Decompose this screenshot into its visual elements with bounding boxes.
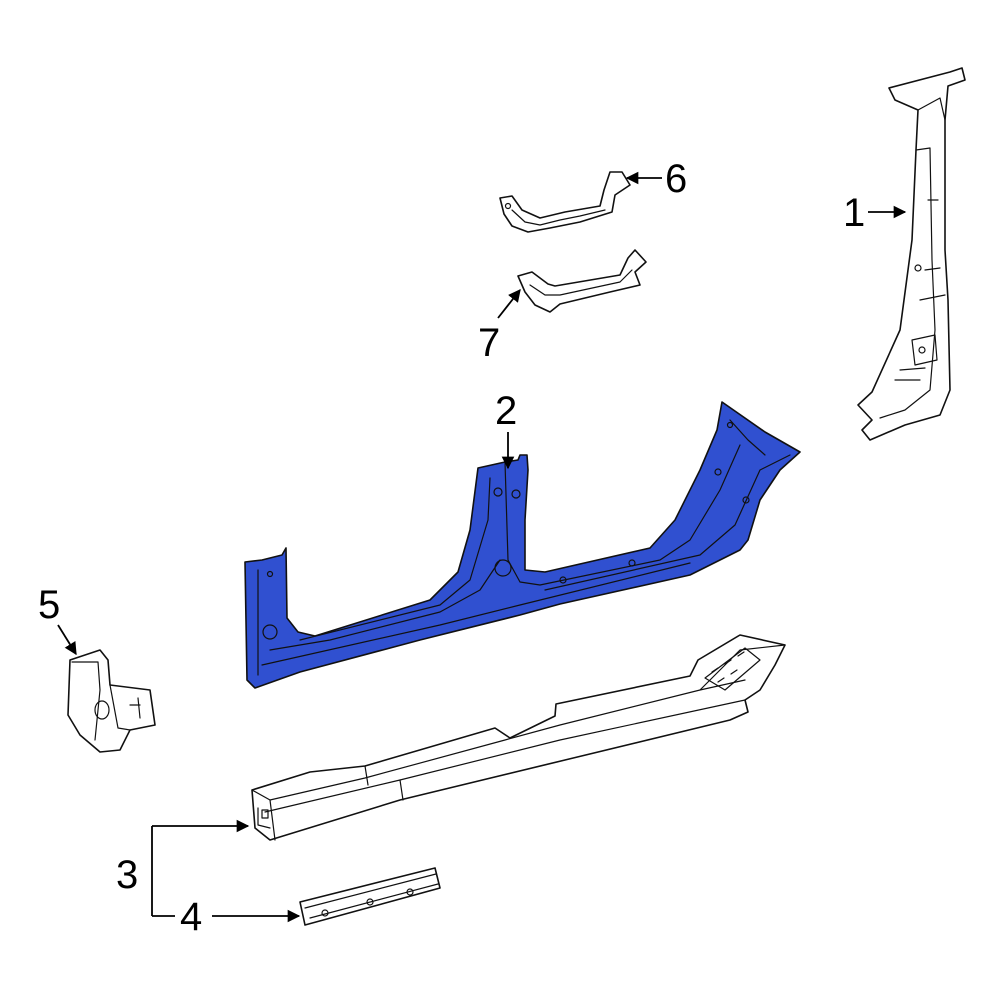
callout-7[interactable]: 7 xyxy=(478,289,521,365)
leader-arrow xyxy=(57,624,77,656)
callout-3[interactable]: 3 xyxy=(116,819,250,916)
callout-label: 6 xyxy=(665,157,687,201)
part-bracket[interactable] xyxy=(67,649,156,753)
callout-1[interactable]: 1 xyxy=(843,191,907,235)
callout-label: 7 xyxy=(478,321,500,365)
part-rocker-panel[interactable] xyxy=(251,634,786,841)
part-b-pillar[interactable] xyxy=(857,67,966,441)
callout-5[interactable]: 5 xyxy=(38,583,77,656)
leader-arrow xyxy=(497,289,521,319)
callout-label: 5 xyxy=(38,583,60,627)
part-lower-bracket[interactable] xyxy=(517,249,647,313)
callout-label: 2 xyxy=(495,389,517,433)
callout-label: 4 xyxy=(180,895,202,939)
callout-2[interactable]: 2 xyxy=(495,389,517,470)
callout-label: 1 xyxy=(843,191,865,235)
part-upper-bracket[interactable] xyxy=(499,171,631,233)
part-aperture-panel[interactable] xyxy=(244,401,801,689)
callout-6[interactable]: 6 xyxy=(625,157,687,201)
callout-label: 3 xyxy=(116,853,138,897)
callout-4[interactable]: 4 xyxy=(152,895,301,939)
part-rocker-reinforcement[interactable] xyxy=(299,867,441,926)
